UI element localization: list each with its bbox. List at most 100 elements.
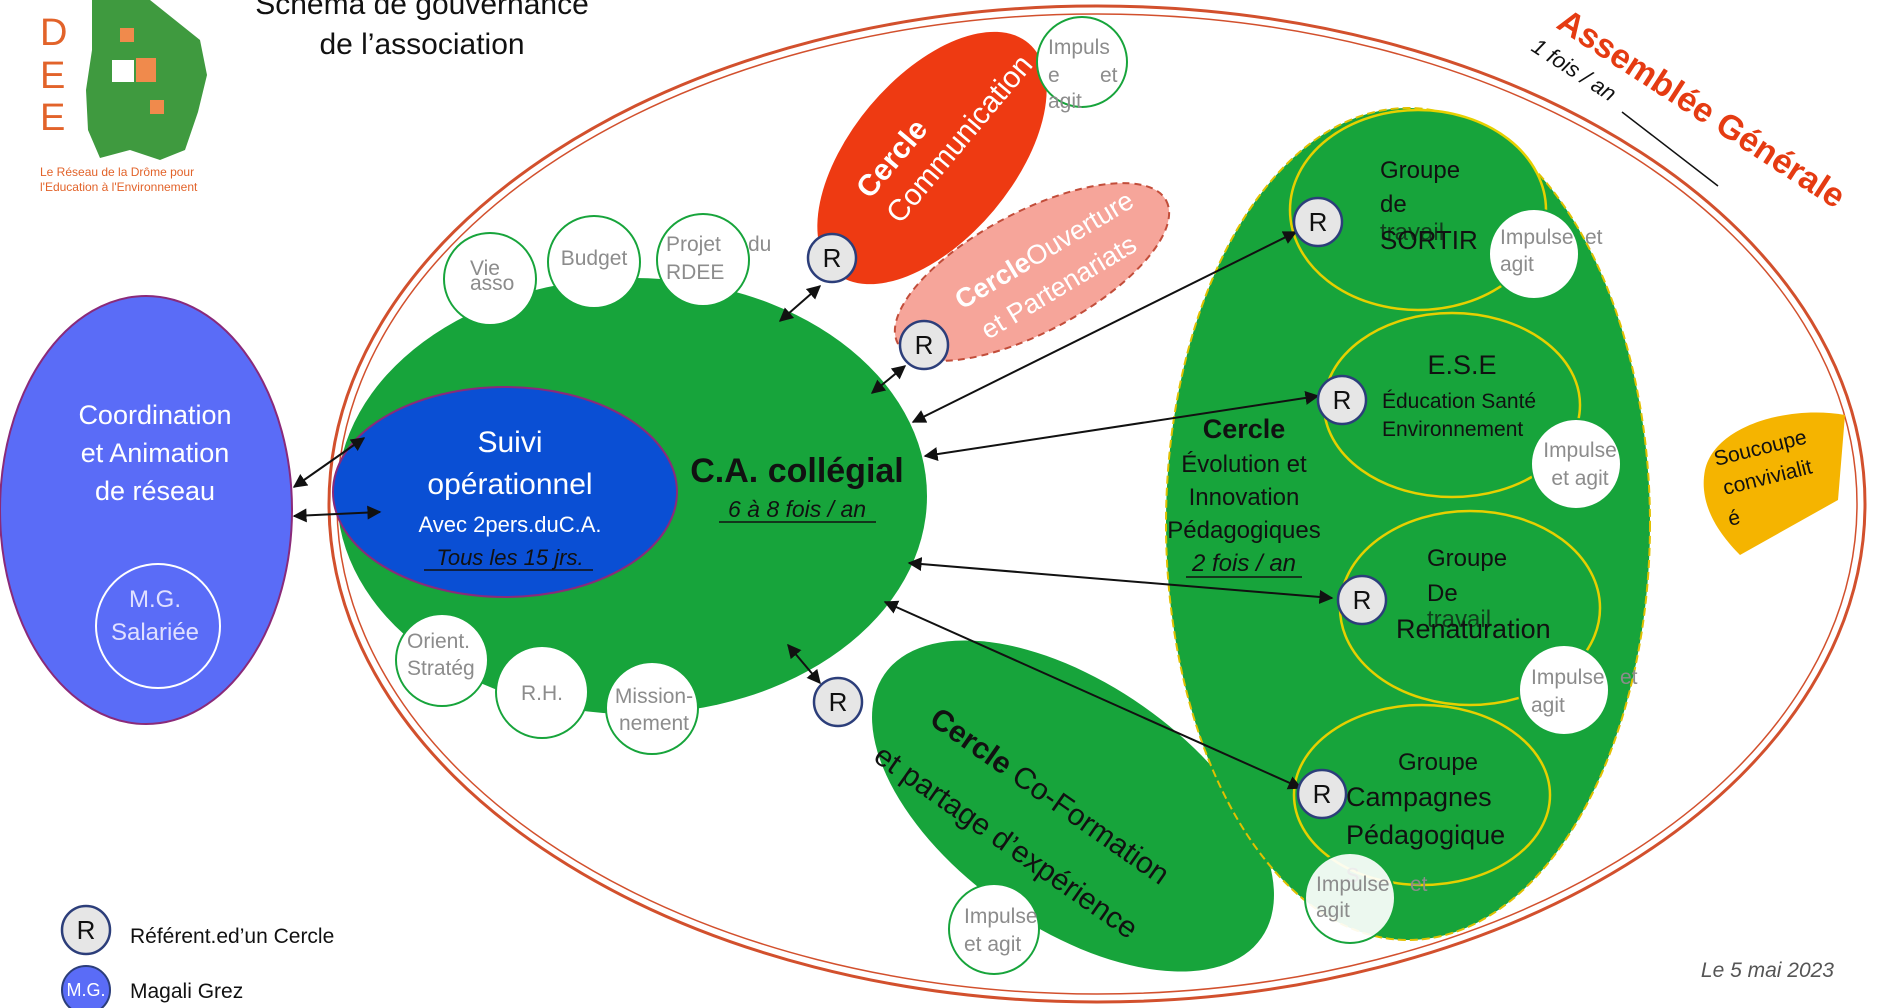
impulse-label: agit [1316,899,1350,922]
topic-label: Projet [666,233,721,256]
impulse-label: agit [1531,694,1565,717]
impulse-label: Impulse [1316,873,1390,896]
soucoupe-label: é [1726,506,1743,531]
puzzle-piece-icon [120,28,134,42]
soucoupe-conviviale-shape [1703,412,1845,555]
logo-letter: D [40,12,67,54]
ca-topic-vie-asso: Vie asso [443,232,537,326]
group-label: travail [1427,606,1491,633]
ca-topic-rh: R.H. [495,645,589,739]
cercle-evolution-label: Innovation [1189,484,1300,511]
legend-referent-letter: R [77,915,96,945]
legend-mg-symbol: M.G. [61,965,111,1008]
group-name: Renaturation [1396,614,1551,644]
impulse-label: agit [1500,253,1534,276]
topic-label: du [748,233,771,256]
arrow-ca-ouverture [870,365,907,394]
page-subtitle: de l’association [319,28,524,61]
referent-renaturation: R [1336,574,1388,626]
connection-arrows [292,231,1334,790]
group-label: Environnement [1382,418,1523,441]
assemblee-underline [1621,111,1719,187]
group-name: Pédagogique [1346,820,1505,850]
legend-mg-label: Magali Grez [130,980,243,1003]
referent-ese: R [1316,374,1368,426]
puzzle-piece-icon [112,60,134,82]
logo-caption: Le Réseau de la Drôme pour [40,165,194,179]
ca-topic-orient: Orient. Stratég [395,613,489,707]
suivi-freq: Tous les 15 jrs. [436,545,583,570]
referent-letter: R [1309,207,1328,237]
impulse-label: Impulse [964,905,1038,928]
referent-letter: R [829,687,848,717]
logo-letter: E [40,55,65,97]
ca-title: C.A. collégial [690,452,904,490]
assemblee-generale-ellipse [327,4,1867,1004]
group-name: E.S.E [1427,350,1496,380]
impulse-label: agit [1048,90,1082,113]
mg-salariee-circle [95,563,221,689]
topic-label: Budget [561,247,628,270]
group-label: Groupe [1380,157,1460,184]
group-label: travail [1380,219,1444,246]
impulse-comm-circle: Impuls e et agit [1036,16,1128,113]
group-name: SORTIR [1380,225,1478,255]
arrow-ca-coformation [787,643,821,685]
puzzle-piece-icon [136,58,156,82]
arrow-ca-ese [923,390,1320,462]
referent-letter: R [1313,779,1332,809]
mg-label: M.G. [129,586,181,613]
impulse-label: et [1100,64,1118,87]
ca-topic-projet: Projet du RDEE [656,213,771,307]
referent-sortir: R [1292,196,1344,248]
topic-label: nement [619,712,689,735]
topic-label: RDEE [666,261,724,284]
topic-label: R.H. [521,682,563,705]
arrow-ca-campagnes [883,600,1303,790]
impulse-label: Impulse [1543,439,1617,462]
cercle-evolution-label: Évolution et [1181,451,1307,478]
group-label: de [1380,191,1407,218]
cercle-evolution-title: Cercle [1203,414,1286,444]
impulse-campagnes-circle: Impulse et agit [1304,852,1428,944]
arrow-ca-comm [778,285,822,322]
referent-comm: R [806,232,858,284]
date-label: Le 5 mai 2023 [1701,959,1834,982]
referent-letter: R [823,243,842,273]
arrow-ca-sortir [911,231,1298,423]
impulse-ese-circle: Impulse et agit [1530,418,1622,510]
impulse-label: et agit [1551,467,1608,490]
legend-referent-symbol: R [60,904,112,956]
impulse-label: e [1048,64,1060,87]
page-title: Schéma de gouvernance [255,0,589,21]
ca-topic-budget: Budget [547,215,641,309]
topic-label: asso [470,272,514,295]
coordination-label: et Animation [81,438,230,468]
referent-letter: R [1333,385,1352,415]
ca-topic-missionnement: Mission- nement [605,661,699,755]
logo-caption: l'Education à l'Environnement [40,180,198,194]
impulse-label: et [1585,226,1603,249]
impulse-label: et [1620,666,1638,689]
legend-referent-label: Référent.ed’un Cercle [130,925,334,948]
puzzle-piece-icon [150,100,164,114]
suivi-label: Suivi [477,426,542,459]
group-label: De [1427,580,1458,607]
referent-ouverture: R [898,319,950,371]
coordination-ellipse [0,295,293,725]
topic-label: Stratég [407,657,475,680]
group-name: Campagnes [1346,782,1492,812]
impulse-sortir-circle: Impulse et agit [1488,208,1603,300]
topic-label: Orient. [407,630,470,653]
impulse-label: Impulse [1531,666,1605,689]
impulse-coformation-circle: Impulse et agit [948,883,1040,975]
group-campagnes-ellipse [1292,703,1552,887]
topic-label: Mission- [615,685,693,708]
legend-mg-letter: M.G. [67,980,106,1000]
mg-label: Salariée [111,619,199,646]
group-label: Éducation Santé [1382,390,1536,413]
legend: R Référent.ed’un Cercle M.G. Magali Grez [60,904,334,1008]
cercle-evolution-freq: 2 fois / an [1191,550,1296,577]
impulse-label: et agit [964,933,1021,956]
